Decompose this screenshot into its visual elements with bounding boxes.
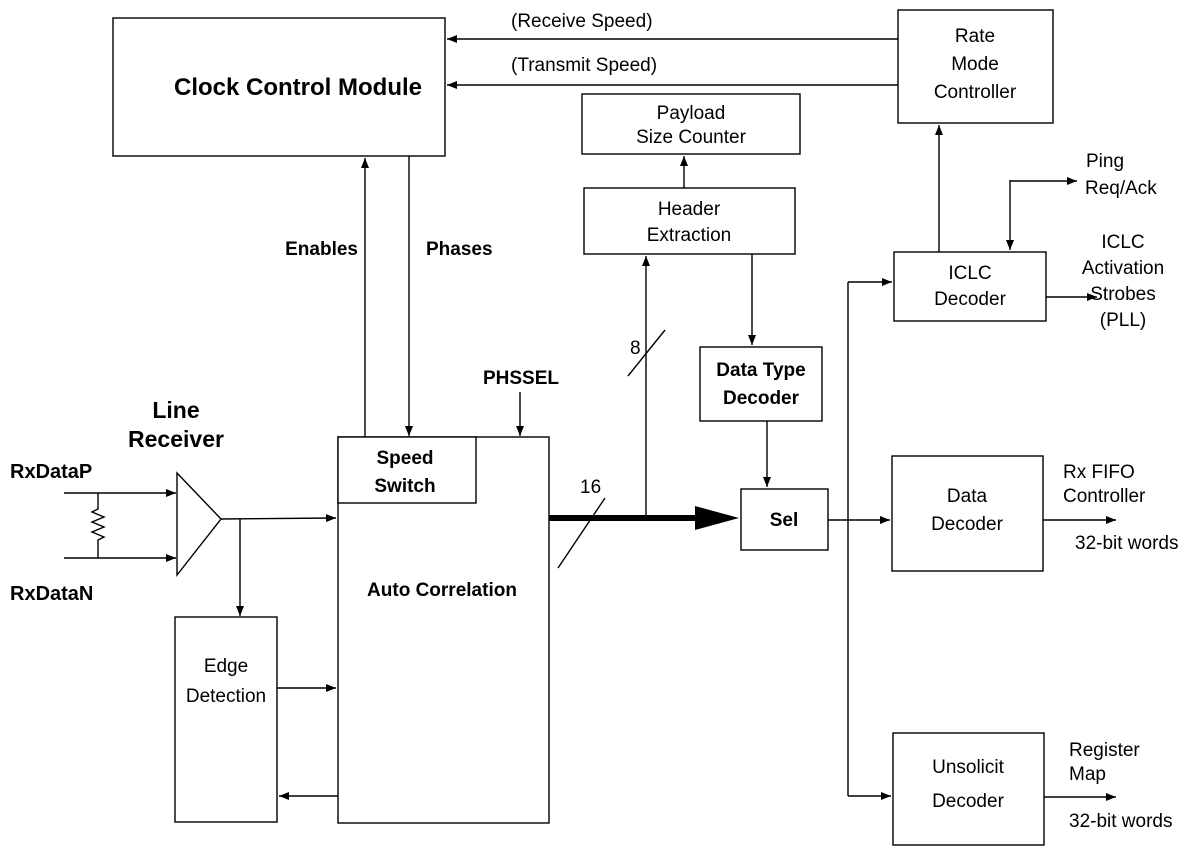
header-label-1: Header bbox=[658, 199, 721, 220]
iclc-decoder-label-1: ICLC bbox=[948, 263, 991, 284]
enables-label: Enables bbox=[285, 239, 358, 260]
rate-mode-label-3: Controller bbox=[934, 82, 1017, 103]
rx-fifo-label-2: Controller bbox=[1063, 486, 1146, 507]
header-label-2: Extraction bbox=[647, 225, 731, 246]
data-type-label-2: Decoder bbox=[723, 388, 800, 409]
unsolicit-label-2: Decoder bbox=[932, 791, 1004, 812]
data-decoder-label-2: Decoder bbox=[931, 514, 1003, 535]
data-type-decoder-box bbox=[699, 346, 823, 422]
iclc-out-label-2: Activation bbox=[1082, 258, 1164, 279]
sel-box bbox=[740, 488, 829, 551]
unsolicit-decoder-box bbox=[892, 732, 1045, 846]
payload-size-counter-box bbox=[581, 93, 801, 155]
data-decoder-box bbox=[891, 455, 1044, 572]
speed-switch-label-1: Speed bbox=[376, 448, 433, 469]
edge-label-2: Detection bbox=[186, 686, 266, 707]
iclc-out-label-3: Strobes bbox=[1090, 284, 1155, 305]
edge-detection-box bbox=[174, 616, 278, 823]
payload-label-1: Payload bbox=[657, 103, 726, 124]
transmit-speed-label: (Transmit Speed) bbox=[511, 55, 657, 76]
sel-label: Sel bbox=[770, 510, 799, 531]
termination-resistor bbox=[90, 493, 106, 558]
rxdatan-label: RxDataN bbox=[10, 583, 93, 605]
auto-correlation-label: Auto Correlation bbox=[367, 580, 517, 601]
speed-switch-box bbox=[337, 436, 477, 504]
phssel-label: PHSSEL bbox=[483, 368, 559, 389]
rate-mode-label-2: Mode bbox=[951, 54, 999, 75]
rx-fifo-label-1: Rx FIFO bbox=[1063, 462, 1135, 483]
iclc-decoder-label-2: Decoder bbox=[934, 289, 1006, 310]
clock-control-module-label: Clock Control Module bbox=[174, 74, 422, 101]
speed-switch-label-2: Switch bbox=[374, 476, 435, 497]
iclc-decoder-box bbox=[893, 251, 1047, 322]
data-decoder-label-1: Data bbox=[947, 486, 988, 507]
unsolicit-words-label: 32-bit words bbox=[1069, 811, 1173, 832]
data-type-label-1: Data Type bbox=[716, 360, 805, 381]
rxdatap-label: RxDataP bbox=[10, 461, 92, 483]
clock-control-module-box bbox=[112, 17, 446, 157]
line-receiver-label-2: Receiver bbox=[128, 426, 224, 452]
ping-label-1: Ping bbox=[1086, 151, 1124, 172]
receive-speed-label: (Receive Speed) bbox=[511, 11, 653, 32]
iclc-out-label-4: (PLL) bbox=[1100, 310, 1146, 331]
register-label-2: Map bbox=[1069, 764, 1106, 785]
bus-width-16: 16 bbox=[580, 477, 601, 498]
edge-label-1: Edge bbox=[204, 656, 248, 677]
rate-mode-controller-box bbox=[897, 9, 1054, 124]
data-words-label: 32-bit words bbox=[1075, 533, 1179, 554]
ping-label-2: Req/Ack bbox=[1085, 178, 1157, 199]
iclc-out-label-1: ICLC bbox=[1101, 232, 1144, 253]
unsolicit-label-1: Unsolicit bbox=[932, 757, 1005, 778]
bus-arrowhead bbox=[695, 506, 739, 530]
header-extraction-box bbox=[583, 187, 796, 255]
phases-label: Phases bbox=[426, 239, 493, 260]
line-receiver-amplifier bbox=[176, 471, 222, 578]
bus-width-8: 8 bbox=[630, 338, 641, 359]
register-label-1: Register bbox=[1069, 740, 1140, 761]
rate-mode-label-1: Rate bbox=[955, 26, 995, 47]
line-receiver-label-1: Line bbox=[152, 397, 199, 423]
payload-label-2: Size Counter bbox=[636, 127, 747, 148]
